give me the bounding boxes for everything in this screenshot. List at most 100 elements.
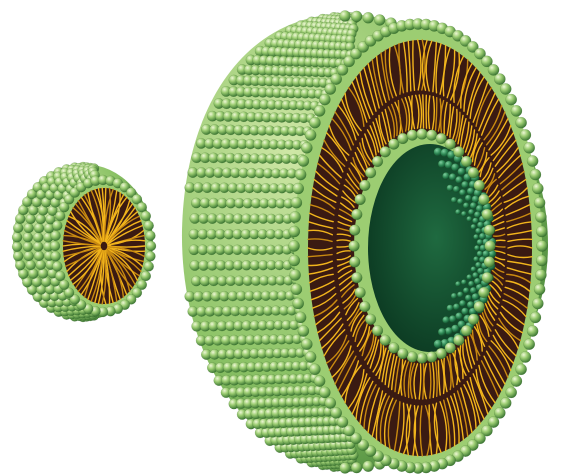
- head-group: [536, 226, 547, 237]
- head-group: [374, 15, 385, 26]
- head-group: [51, 231, 61, 241]
- head-group: [459, 300, 466, 307]
- head-group: [455, 209, 460, 214]
- head-group: [417, 129, 428, 140]
- head-group: [472, 272, 478, 278]
- head-group: [442, 172, 449, 179]
- head-group: [445, 139, 456, 150]
- head-group: [363, 461, 374, 472]
- head-group: [33, 242, 43, 252]
- head-group: [453, 304, 460, 311]
- head-group: [372, 156, 383, 167]
- head-group: [536, 255, 547, 266]
- head-group: [530, 312, 541, 323]
- head-group: [52, 261, 62, 271]
- head-group: [365, 167, 376, 178]
- head-group: [146, 241, 156, 251]
- head-group: [290, 211, 301, 222]
- head-group: [475, 228, 481, 234]
- head-group: [145, 251, 155, 261]
- head-group: [18, 269, 28, 279]
- head-group: [455, 313, 462, 320]
- head-group: [319, 94, 330, 105]
- head-group: [455, 176, 462, 183]
- head-group: [436, 348, 447, 359]
- head-group: [500, 83, 511, 94]
- head-group: [349, 225, 360, 236]
- head-group: [461, 325, 472, 336]
- head-group: [305, 351, 316, 362]
- head-group: [293, 183, 304, 194]
- head-group: [516, 117, 527, 128]
- liposome-cross-section: [288, 18, 547, 473]
- head-group: [520, 129, 531, 140]
- head-group: [472, 218, 478, 224]
- head-group: [407, 352, 418, 363]
- head-group: [23, 232, 33, 242]
- head-group: [15, 214, 25, 224]
- head-group: [535, 211, 546, 222]
- head-group: [524, 142, 535, 153]
- head-group: [309, 117, 320, 128]
- head-group: [141, 271, 151, 281]
- head-group: [33, 232, 43, 242]
- head-group: [453, 186, 460, 193]
- head-group: [485, 241, 496, 252]
- head-group: [34, 223, 44, 233]
- head-group: [479, 233, 486, 240]
- head-group: [532, 298, 543, 309]
- head-group: [472, 293, 479, 300]
- head-group: [417, 353, 428, 364]
- head-group: [298, 155, 309, 166]
- head-group: [137, 202, 147, 212]
- head-group: [301, 142, 312, 153]
- head-group: [520, 351, 531, 362]
- head-group: [477, 222, 484, 229]
- head-group: [295, 312, 306, 323]
- head-group: [459, 189, 466, 196]
- head-group: [484, 257, 495, 268]
- head-group: [351, 272, 362, 283]
- head-group: [451, 197, 457, 203]
- head-group: [290, 269, 301, 280]
- head-group: [314, 105, 325, 116]
- head-group: [438, 328, 446, 336]
- head-group: [351, 462, 362, 473]
- head-group: [363, 12, 374, 23]
- head-group: [288, 240, 299, 251]
- head-group: [365, 314, 376, 325]
- head-group: [55, 271, 65, 281]
- head-group: [457, 292, 463, 298]
- head-group: [484, 225, 495, 236]
- head-group: [144, 221, 154, 231]
- head-group: [13, 223, 23, 233]
- head-group: [535, 269, 546, 280]
- head-group: [455, 281, 460, 286]
- head-group: [359, 301, 370, 312]
- head-group: [309, 364, 320, 375]
- head-group: [55, 211, 65, 221]
- head-group: [534, 284, 545, 295]
- head-group: [301, 339, 312, 350]
- head-group: [474, 180, 485, 191]
- head-group: [59, 280, 69, 290]
- head-group: [527, 155, 538, 166]
- head-group: [468, 209, 474, 215]
- head-group: [291, 197, 302, 208]
- head-group: [461, 308, 468, 315]
- head-group: [536, 240, 547, 251]
- head-group: [473, 234, 478, 239]
- head-group: [494, 74, 505, 85]
- head-group: [479, 287, 490, 298]
- head-group: [295, 169, 306, 180]
- head-group: [293, 298, 304, 309]
- head-group: [467, 274, 472, 279]
- head-group: [289, 255, 300, 266]
- head-group: [26, 260, 36, 270]
- head-group: [457, 198, 463, 204]
- head-group: [24, 223, 34, 233]
- head-group: [532, 183, 543, 194]
- head-group: [506, 387, 517, 398]
